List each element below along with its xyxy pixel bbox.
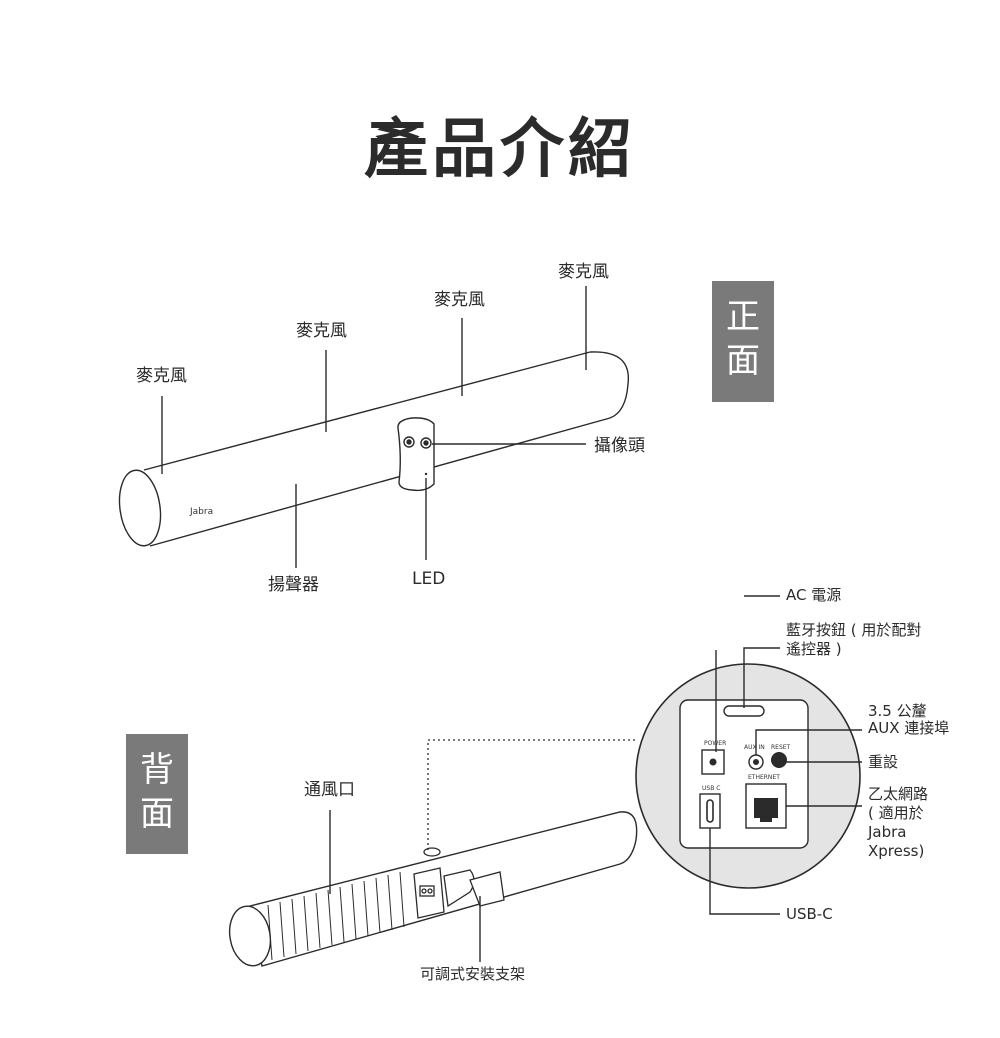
back-badge-char-1: 背 bbox=[140, 750, 174, 790]
label-camera: 攝像頭 bbox=[594, 436, 645, 456]
label-mic-2: 麥克風 bbox=[296, 321, 347, 341]
leader-usbc bbox=[709, 828, 780, 915]
front-leader-lines bbox=[161, 286, 587, 568]
label-ac-power: AC 電源 bbox=[786, 586, 842, 604]
label-mic-1: 麥克風 bbox=[136, 366, 187, 386]
panel-power-label: POWER bbox=[704, 740, 726, 747]
label-mount: 可調式安裝支架 bbox=[420, 965, 526, 983]
leader-bluetooth bbox=[743, 647, 780, 708]
panel-ethernet-label: ETHERNET bbox=[748, 774, 780, 781]
panel-reset-label: RESET bbox=[771, 744, 791, 751]
back-badge-char-2: 面 bbox=[140, 794, 174, 834]
zoom-connector bbox=[427, 739, 636, 850]
label-ethernet-2: ( 適用於 bbox=[868, 804, 924, 822]
page-title: 產品介紹 bbox=[364, 113, 636, 187]
label-ethernet-3: Jabra bbox=[868, 823, 907, 841]
label-aux-1: 3.5 公釐 bbox=[868, 702, 927, 720]
back-badge: 背 面 bbox=[126, 734, 188, 854]
panel-aux-label: AUX IN bbox=[744, 744, 765, 751]
label-aux-2: AUX 連接埠 bbox=[868, 719, 950, 737]
panel-usbc-label: USB C bbox=[702, 785, 720, 792]
label-reset: 重設 bbox=[868, 753, 899, 771]
front-soundbar bbox=[118, 351, 630, 547]
camera-module bbox=[397, 417, 435, 492]
label-bluetooth-1: 藍牙按鈕 ( 用於配對 bbox=[786, 621, 922, 639]
front-badge-char-1: 正 bbox=[726, 297, 760, 337]
vent-grille bbox=[267, 871, 405, 961]
label-ethernet-4: Xpress) bbox=[868, 842, 925, 860]
back-soundbar bbox=[228, 811, 638, 967]
label-speaker: 揚聲器 bbox=[268, 575, 319, 595]
mount-bracket bbox=[413, 847, 505, 919]
label-bluetooth-2: 遙控器 ) bbox=[786, 640, 842, 658]
back-leader-lines bbox=[329, 595, 862, 962]
front-badge-char-2: 面 bbox=[726, 341, 760, 381]
label-led: LED bbox=[412, 569, 446, 589]
label-vent: 通風口 bbox=[304, 780, 355, 800]
port-panel-zoom: POWER AUX IN RESET USB C ETHERNET bbox=[635, 663, 861, 889]
label-usbc: USB-C bbox=[786, 905, 833, 923]
reset-button bbox=[771, 752, 787, 768]
label-mic-4: 麥克風 bbox=[558, 262, 609, 282]
leader-aux bbox=[755, 729, 862, 755]
label-ethernet-1: 乙太網路 bbox=[868, 785, 929, 803]
brand-logo-text: Jabra bbox=[189, 507, 213, 517]
label-mic-3: 麥克風 bbox=[434, 290, 485, 310]
front-badge: 正 面 bbox=[712, 281, 774, 402]
